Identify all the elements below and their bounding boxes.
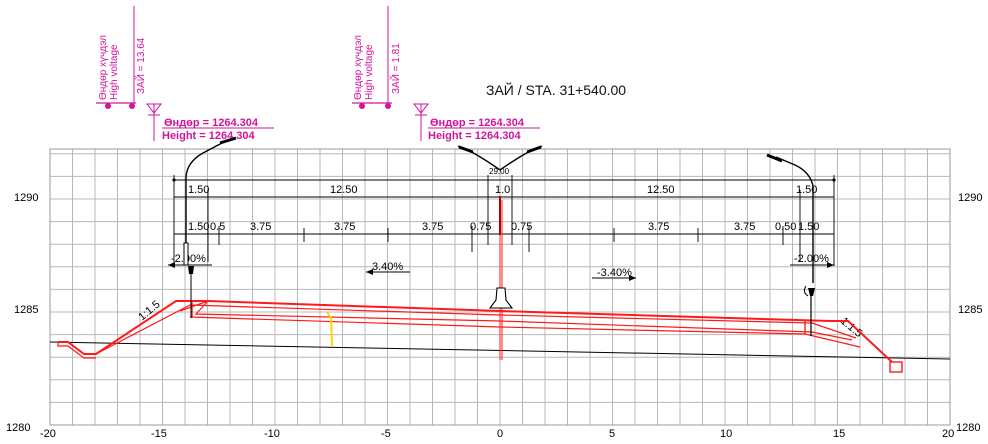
height-label-right: Өндөр = 1264.304 Height = 1264.304 bbox=[412, 103, 540, 142]
ditch-right bbox=[889, 361, 903, 373]
dimension-label: 3.75 bbox=[250, 221, 271, 233]
dimension-label: 0.5 bbox=[210, 221, 225, 233]
street-light-right bbox=[766, 153, 814, 283]
arrow-right-icon bbox=[827, 262, 834, 268]
dimension-label: 0.75 bbox=[470, 221, 491, 233]
power-line-label-mn: Өндөр хүчдэл bbox=[98, 35, 109, 100]
x-tick-label: 5 bbox=[609, 428, 615, 440]
y-tick-label: 1285 bbox=[14, 304, 38, 316]
dimension-label: 1.50 bbox=[188, 221, 209, 233]
height-marker-icon bbox=[412, 103, 430, 114]
lamp-head-icon bbox=[458, 145, 474, 154]
x-axis-labels: -20 -15 -10 -5 0 5 10 15 20 bbox=[40, 428, 954, 440]
power-line-annotation-right: Өндөр хүчдэл High voltage ЗАЙ = 1.81 bbox=[352, 6, 402, 109]
dimension-label: 1.0 bbox=[495, 184, 510, 196]
ditch-left bbox=[57, 342, 96, 359]
dimension-label: 3.75 bbox=[648, 221, 669, 233]
pavement-layer-3 bbox=[189, 316, 861, 348]
y-tick-label: 1280 bbox=[956, 422, 980, 434]
dimension-label: 1.50 bbox=[188, 184, 209, 196]
dimension-label: 12.50 bbox=[647, 184, 675, 196]
pole-base-left bbox=[183, 242, 194, 318]
pavement-layer-2 bbox=[179, 300, 853, 341]
pole-footing bbox=[183, 242, 189, 266]
dimension-label: 1.50 bbox=[798, 221, 819, 233]
lamp-head-icon bbox=[766, 153, 783, 163]
power-line-label-mn: Өндөр хүчдэл bbox=[353, 35, 364, 100]
height-marker-icon bbox=[145, 103, 163, 114]
light-arm bbox=[185, 142, 223, 178]
yellow-depth-marker bbox=[326, 311, 333, 347]
dimension-labels: 29.00 1.50 12.50 1.0 12.50 1.50 1.50 0.5… bbox=[188, 167, 819, 233]
y-tick-label: 1285 bbox=[958, 304, 982, 316]
light-arm bbox=[775, 156, 814, 187]
height-label-mn: Өндөр = 1264.304 bbox=[164, 117, 259, 129]
dimension-overall-label: 29.00 bbox=[489, 167, 510, 176]
height-label-left: Өндөр = 1264.304 Height = 1264.304 bbox=[145, 103, 274, 142]
pole-base-right bbox=[803, 285, 815, 336]
x-tick-label: 0 bbox=[497, 428, 503, 440]
station-label: ЗАЙ / STA. 31+540.00 bbox=[486, 81, 626, 98]
power-line-label-en: High voltage bbox=[109, 44, 120, 100]
arrow-left-icon bbox=[168, 262, 175, 268]
power-line-label-en: High voltage bbox=[364, 44, 375, 100]
dimension-label: 3.75 bbox=[422, 221, 443, 233]
slope-annotations: -2.00% 3.40% -3.40% -2.00% 1:1.5 1:1.5 bbox=[136, 253, 864, 340]
lamp-head-icon bbox=[526, 145, 542, 154]
x-tick-label: 15 bbox=[833, 428, 845, 440]
y-tick-label: 1290 bbox=[958, 192, 982, 204]
dimension-label: 0.75 bbox=[511, 221, 532, 233]
plot-frame bbox=[49, 148, 951, 426]
power-line-annotation-left: Өндөр хүчдэл High voltage ЗАЙ = 13.64 bbox=[96, 6, 147, 109]
dimension-label: 3.75 bbox=[734, 221, 755, 233]
slope-label-right-lane: -3.40% bbox=[597, 267, 632, 279]
x-tick-label: -20 bbox=[40, 428, 56, 440]
power-line-marker-icon bbox=[105, 103, 111, 109]
height-label-en: Height = 1264.304 bbox=[162, 130, 256, 142]
y-axis-labels-left: 1280 1285 1290 bbox=[6, 192, 38, 434]
height-label-en: Height = 1264.304 bbox=[428, 130, 522, 142]
road-cross-section bbox=[57, 200, 903, 373]
arrow-right-icon bbox=[629, 275, 636, 281]
slope-label-left-lane: 3.40% bbox=[372, 261, 403, 273]
dimension-label: 0.50 bbox=[775, 221, 796, 233]
x-tick-label: 20 bbox=[942, 428, 954, 440]
power-line-distance: ЗАЙ = 1.81 bbox=[389, 43, 402, 94]
power-line-marker-icon bbox=[129, 103, 135, 109]
lamp-head-icon bbox=[219, 136, 237, 145]
x-tick-label: -10 bbox=[264, 428, 280, 440]
dimension-label: 12.50 bbox=[330, 184, 358, 196]
dimension-lines bbox=[172, 175, 836, 266]
slope-label-right-shoulder: -2.00% bbox=[794, 253, 829, 265]
median-barrier bbox=[488, 196, 514, 309]
height-label-mn: Өндөр = 1264.304 bbox=[430, 117, 525, 129]
power-line-marker-icon bbox=[359, 103, 365, 109]
x-tick-label: -5 bbox=[381, 428, 391, 440]
slope-label-left-shoulder: -2.00% bbox=[171, 253, 206, 265]
x-tick-label: 10 bbox=[720, 428, 732, 440]
anchor-hook bbox=[803, 285, 809, 297]
y-tick-label: 1290 bbox=[14, 192, 38, 204]
power-line-distance: ЗАЙ = 13.64 bbox=[134, 37, 147, 94]
y-axis-labels-right: 1280 1285 1290 bbox=[956, 192, 982, 434]
y-tick-label: 1280 bbox=[6, 422, 30, 434]
anchor-icon bbox=[188, 266, 194, 274]
dimension-label: 1.50 bbox=[796, 184, 817, 196]
anchor-icon bbox=[808, 288, 815, 296]
dimension-label: 3.75 bbox=[334, 221, 355, 233]
arrow-left-icon bbox=[366, 269, 373, 275]
street-light-center bbox=[457, 145, 543, 171]
x-tick-label: -15 bbox=[151, 428, 167, 440]
power-line-marker-icon bbox=[385, 103, 391, 109]
barrier-icon bbox=[488, 287, 514, 309]
